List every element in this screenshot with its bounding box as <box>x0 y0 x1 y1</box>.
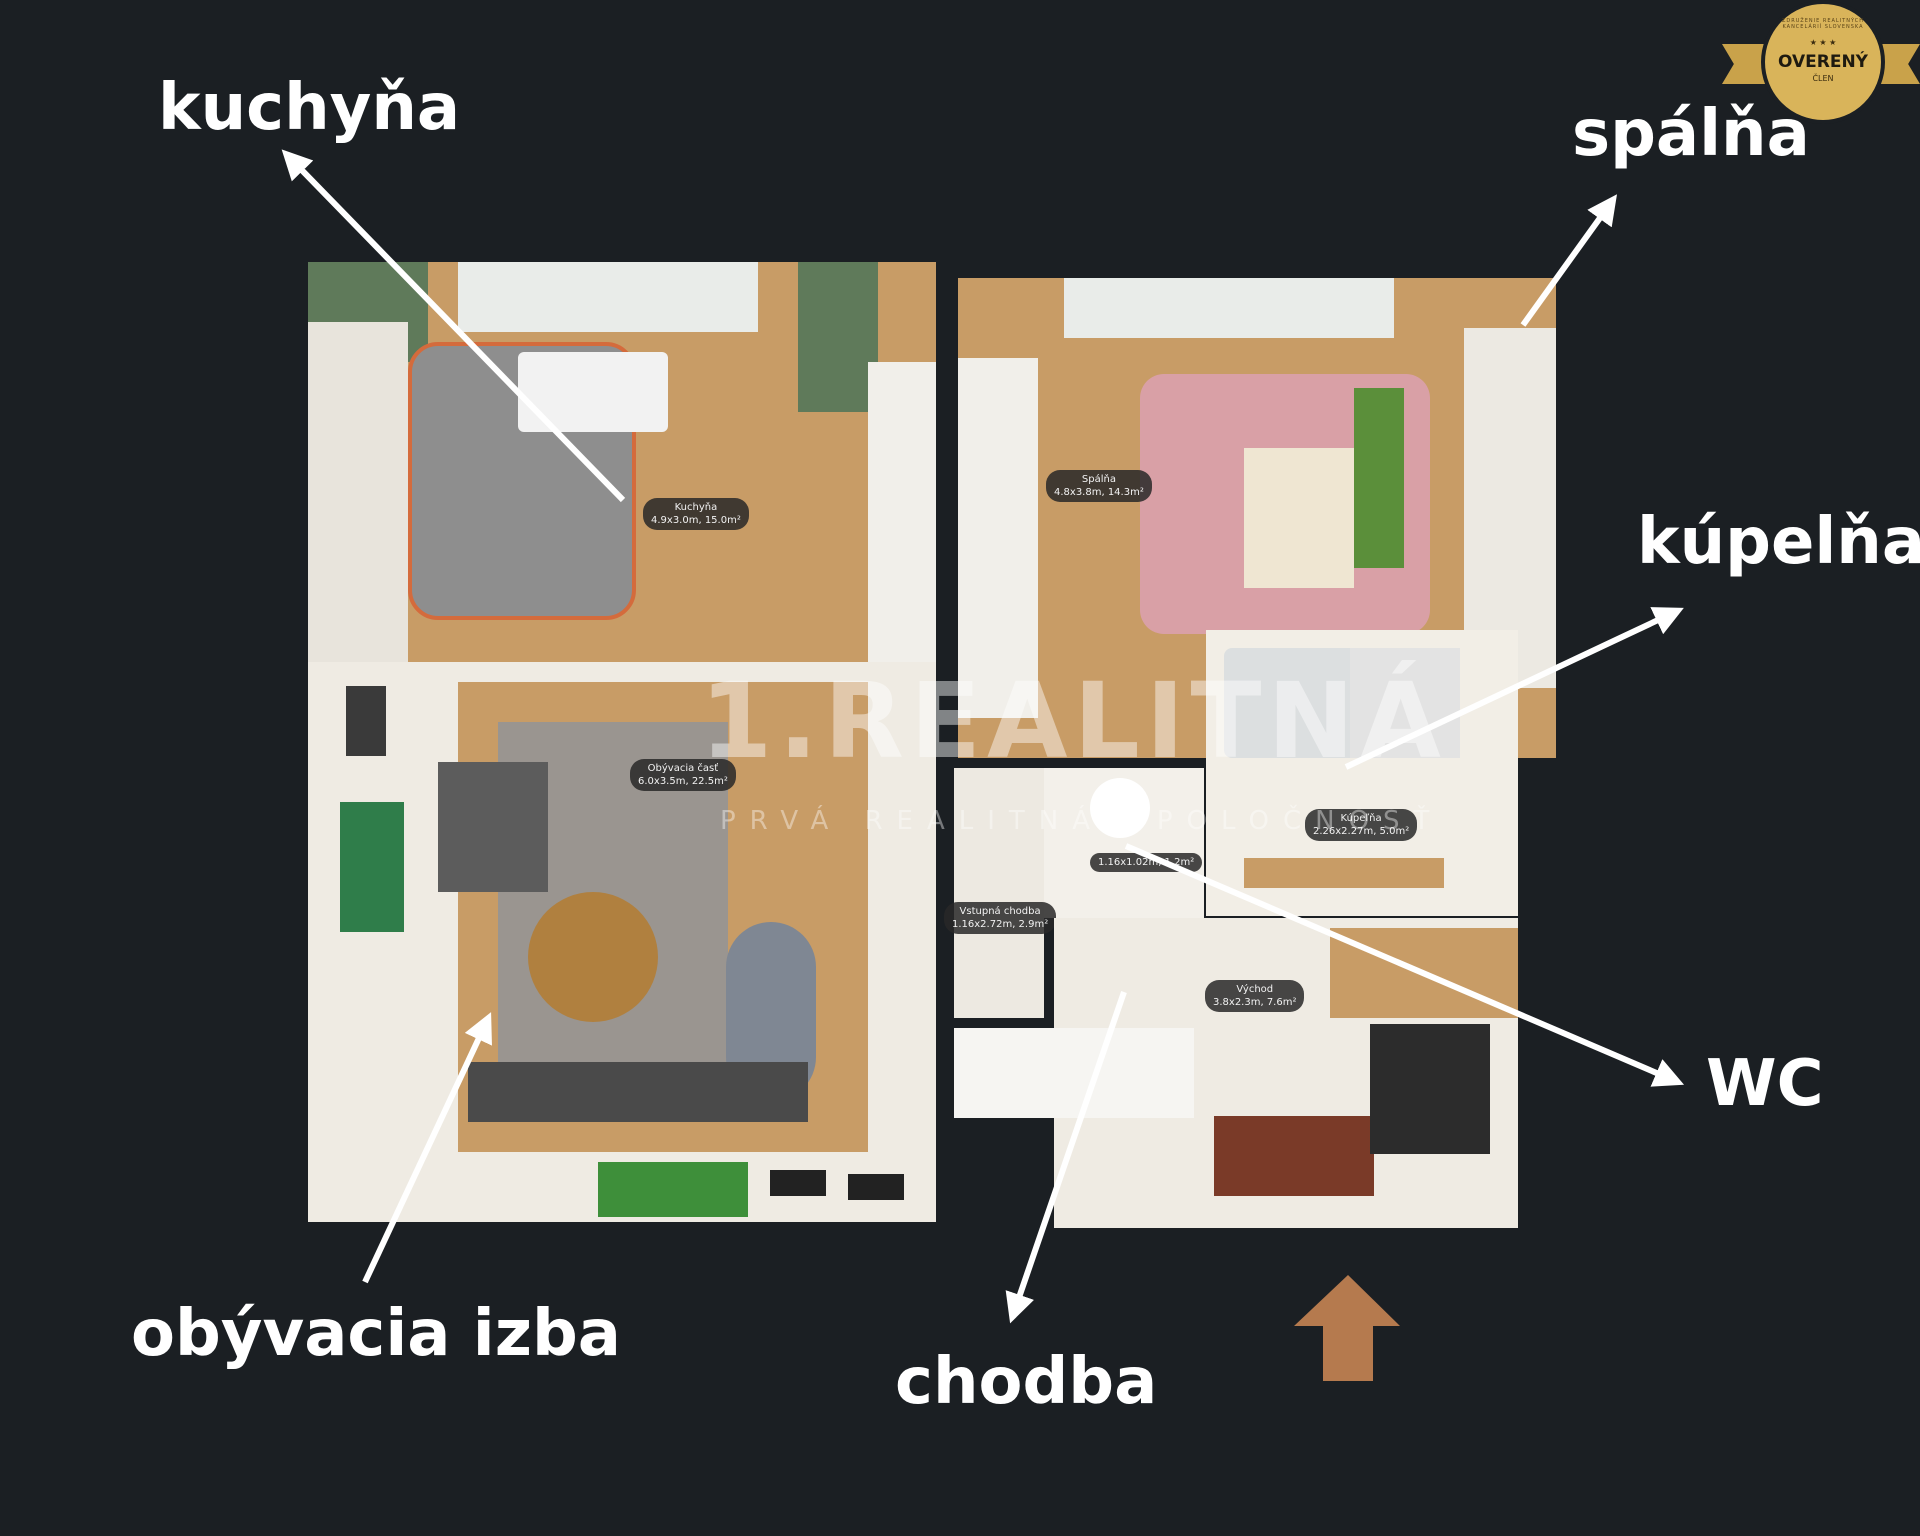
living-tag-name: Obývacia časť <box>647 763 719 774</box>
kitchen-room-tag: Kuchyňa 4.9x3.0m, 15.0m² <box>643 498 749 530</box>
label-wc: WC <box>1706 1047 1824 1121</box>
living-picture-2 <box>770 1170 826 1196</box>
watermark-brand: 1.REALITNÁ <box>700 660 1447 782</box>
floor-plan-right: Spálňa 4.8x3.8m, 14.3m² Kúpeľňa 2.26x2.2… <box>944 278 1574 1228</box>
bedroom-tag-name: Spálňa <box>1081 474 1116 485</box>
badge-stars: ★ ★ ★ <box>1809 38 1837 47</box>
verified-member-badge: ZDRUŽENIE REALITNÝCH KANCELÁRIÍ SLOVENSK… <box>1722 0 1920 130</box>
hallway-arrow <box>1005 991 1127 1324</box>
entry-hall-room-tag: Vstupná chodba 1.16x2.72m, 2.9m² <box>944 902 1057 934</box>
bathroom-room-tag: Kúpeľňa 2.26x2.27m, 5.0m² <box>1305 809 1418 841</box>
wc-toilet <box>1090 778 1150 838</box>
bedroom-book <box>1244 448 1354 588</box>
kitchen-tag-name: Kuchyňa <box>674 502 718 513</box>
living-picture-1 <box>346 686 386 756</box>
living-coffee-table <box>528 892 658 1022</box>
exit-hall-wardrobe <box>954 1028 1194 1118</box>
entry-hall-tag-name: Vstupná chodba <box>959 906 1041 917</box>
living-room-tag: Obývacia časť 6.0x3.5m, 22.5m² <box>630 759 736 791</box>
badge-seal: ZDRUŽENIE REALITNÝCH KANCELÁRIÍ SLOVENSK… <box>1761 0 1885 124</box>
bathroom-tag-size: 2.26x2.27m, 5.0m² <box>1313 826 1410 837</box>
label-hallway: chodba <box>895 1345 1158 1419</box>
exit-tag-size: 3.8x2.3m, 7.6m² <box>1213 997 1297 1008</box>
watermark-tagline: PRVÁ REALITNÁ SPOLOČNOSŤ <box>720 806 1444 836</box>
label-bathroom: kúpelňa <box>1637 505 1920 579</box>
living-green-painting-wall <box>340 802 404 932</box>
bedroom-left-wardrobe <box>958 358 1038 718</box>
kitchen-arrow <box>281 149 626 503</box>
bedroom-plants <box>1354 388 1404 568</box>
bathroom-counter <box>1244 858 1444 888</box>
wc-arrow <box>1124 843 1685 1087</box>
bedroom-right-wall <box>1464 328 1556 688</box>
badge-subtitle: ČLEN <box>1812 74 1834 83</box>
living-sofa <box>438 762 548 892</box>
up-arrow-icon <box>1294 1275 1400 1381</box>
bathroom-arrow <box>1344 607 1684 770</box>
label-kitchen: kuchyňa <box>158 71 461 145</box>
exit-room-tag: Východ 3.8x2.3m, 7.6m² <box>1205 980 1305 1012</box>
kitchen-window <box>458 262 758 332</box>
exit-tag-name: Východ <box>1236 984 1274 995</box>
living-picture-3 <box>848 1174 904 1200</box>
floor-plan-left: Kuchyňa 4.9x3.0m, 15.0m² Obývacia časť 6… <box>308 262 936 1222</box>
living-room-arrow <box>362 1012 492 1284</box>
kitchen-tag-size: 4.9x3.0m, 15.0m² <box>651 515 741 526</box>
living-bench <box>468 1062 808 1122</box>
badge-title: OVERENÝ <box>1777 52 1868 72</box>
entry-hall-room <box>954 768 1044 1018</box>
badge-ring-text: ZDRUŽENIE REALITNÝCH KANCELÁRIÍ SLOVENSK… <box>1781 18 1864 30</box>
living-green-painting-floor <box>598 1162 748 1217</box>
wc-tag-size: 1.16x1.02m, 1.2m² <box>1098 857 1195 868</box>
bedroom-room-tag: Spálňa 4.8x3.8m, 14.3m² <box>1046 470 1152 502</box>
exit-hall-shoe-rack <box>1370 1024 1490 1154</box>
kitchen-counter <box>868 362 936 662</box>
bedroom-arrow <box>1520 194 1618 327</box>
kitchen-curtain-right <box>798 262 878 412</box>
bathroom-tag-name: Kúpeľňa <box>1340 813 1382 824</box>
label-bedroom: spálňa <box>1572 97 1810 171</box>
bedroom-tag-size: 4.8x3.8m, 14.3m² <box>1054 487 1144 498</box>
kitchen-left-wall <box>308 322 408 662</box>
exit-hall-doormat <box>1214 1116 1374 1196</box>
living-tag-size: 6.0x3.5m, 22.5m² <box>638 776 728 787</box>
label-living-room: obývacia izba <box>131 1297 621 1371</box>
bathroom-shower <box>1224 648 1374 758</box>
entry-hall-tag-size: 1.16x2.72m, 2.9m² <box>952 919 1049 930</box>
bedroom-window <box>1064 278 1394 338</box>
